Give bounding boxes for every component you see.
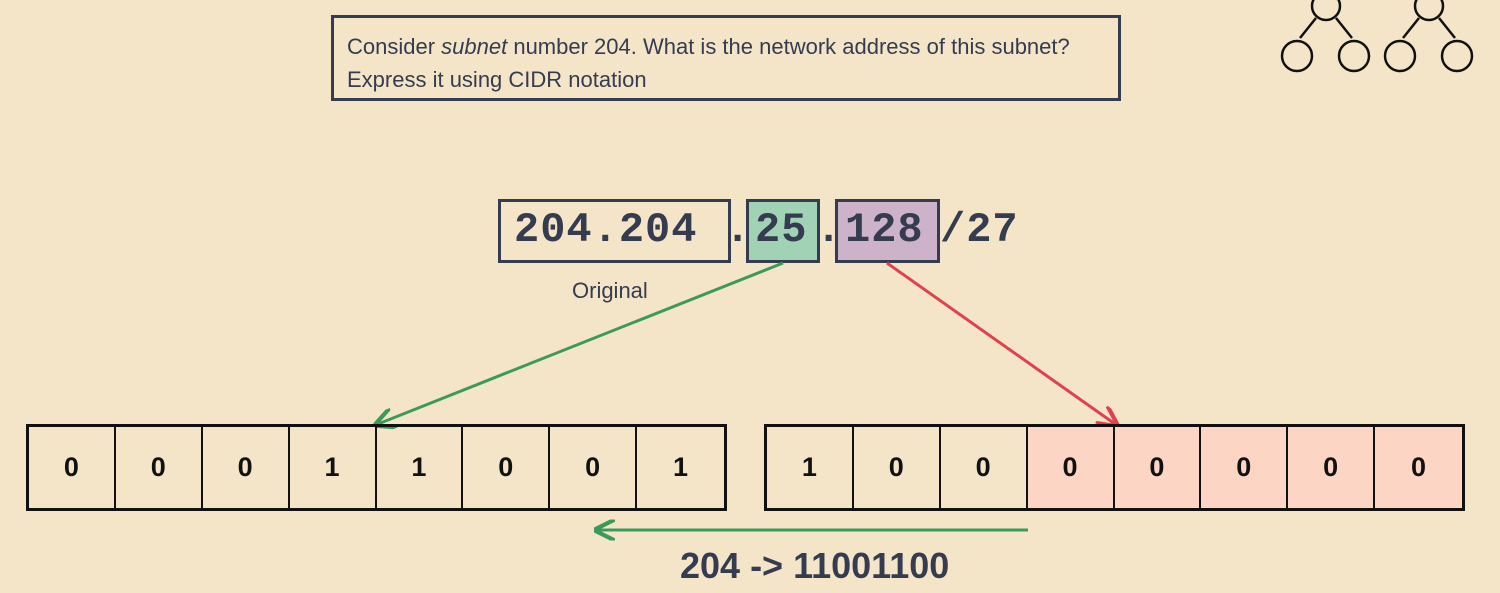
bit-cell: 0	[29, 427, 116, 508]
ip-octet-4: 128	[845, 206, 924, 254]
host-bit-cell: 0	[1201, 427, 1289, 508]
network-bit-cell: 1	[767, 427, 854, 508]
ip-prefix-length: /27	[940, 206, 1019, 254]
ip-dot-2: .	[816, 206, 843, 254]
host-bit-cell: 0	[1114, 427, 1202, 508]
host-bit-cell: 0	[1288, 427, 1376, 508]
ip-box-fourth-octet	[835, 199, 940, 263]
bit-cell: 1	[673, 452, 689, 482]
question-box: Consider subnet number 204. What is the …	[331, 15, 1121, 101]
original-label: Original	[572, 278, 648, 303]
red-arrow-octet-4	[886, 261, 1115, 424]
bit-cell: 1	[377, 427, 464, 508]
ip-box-third-octet	[746, 199, 820, 263]
bit-cell: 1	[290, 427, 377, 508]
host-bit-cell: 0	[1027, 427, 1115, 508]
network-bit-cell: 0	[941, 427, 1028, 508]
network-bit-cell: 0	[854, 427, 941, 508]
ip-octet-3: 25	[755, 206, 808, 254]
bit-cell: 0	[463, 427, 551, 508]
formula-text: 204 -> 11001100	[680, 545, 950, 586]
ip-box-original	[498, 199, 731, 263]
bit-cell: 0	[203, 427, 290, 508]
ip-dot-1: .	[725, 206, 752, 254]
question-line-2: Express it using CIDR notation	[347, 67, 647, 92]
question-emphasis: subnet	[441, 34, 508, 59]
question-line-1: Consider subnet number 204. What is the …	[347, 34, 1070, 59]
ip-octets-1-2: 204.204	[514, 206, 698, 254]
bit-cell: 0	[550, 427, 638, 508]
host-bit-cell: 0	[1375, 427, 1462, 508]
bit-cell: 0	[116, 427, 203, 508]
